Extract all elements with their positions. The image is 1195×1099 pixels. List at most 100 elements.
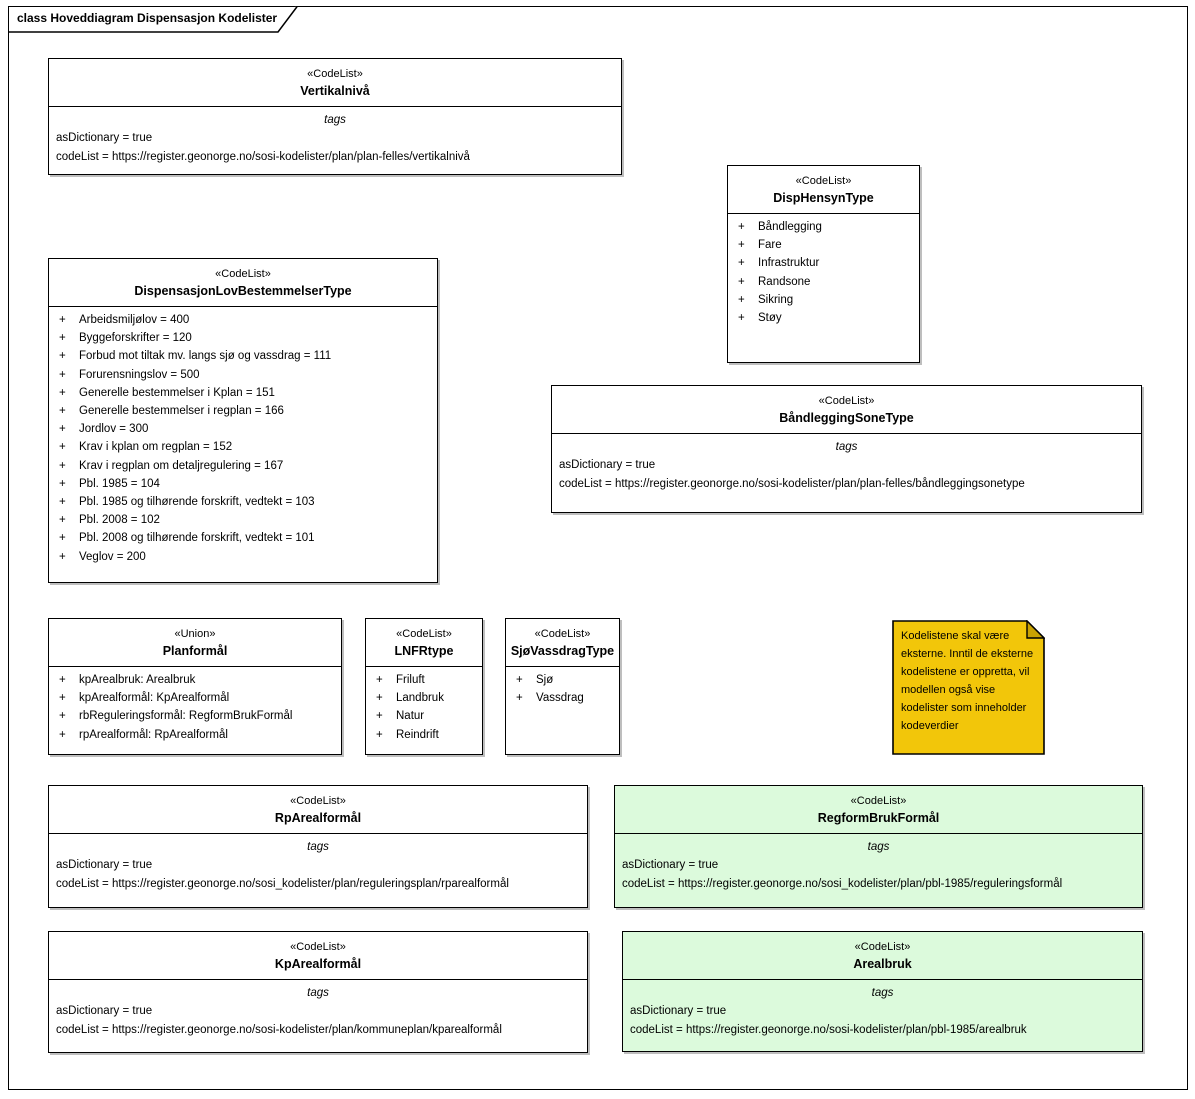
visibility-plus: + (738, 221, 745, 233)
attribute-row: +rbReguleringsformål: RegformBrukFormål (49, 707, 341, 725)
class-name: DispensasjonLovBestemmelserType (134, 284, 352, 298)
tags-compartment: tags asDictionary = true codeList = http… (552, 434, 1141, 494)
stereotype-label: «CodeList» (307, 68, 363, 80)
class-box-kparealformal[interactable]: «CodeList» KpArealformål tags asDictiona… (48, 931, 588, 1053)
class-box-disphensyntype[interactable]: «CodeList» DispHensynType + Båndlegging +… (727, 165, 920, 363)
class-box-arealbruk[interactable]: «CodeList» Arealbruk tags asDictionary =… (622, 931, 1143, 1052)
attribute-row: +Sjø (506, 671, 619, 689)
visibility-plus: + (59, 314, 66, 326)
attribute-label: Krav i kplan om regplan = 152 (79, 441, 233, 454)
visibility-plus: + (59, 514, 66, 527)
note-kodelister[interactable]: Kodelistene skal være eksterne. Inntil d… (892, 620, 1045, 755)
attributes-compartment: +Sjø + Vassdrag (506, 667, 619, 707)
attribute-label: Forurensningslov = 500 (79, 368, 200, 381)
attribute-label: Infrastruktur (758, 257, 820, 270)
visibility-plus: + (59, 477, 66, 490)
class-name: RpArealformål (274, 811, 362, 825)
tags-compartment: tags asDictionary = true codeList = http… (49, 834, 587, 894)
attribute-label: Båndlegging (758, 221, 822, 233)
attributes-compartment: +Friluft +Landbruk +Natur +Reindrift (366, 667, 482, 744)
attribute-label: Støy (758, 312, 782, 325)
class-box-lnfrtype[interactable]: «CodeList» LNFRtype +Friluft +Landbruk +… (365, 618, 483, 755)
class-header: «CodeList» RpArealformål (49, 786, 587, 834)
stereotype-label: «CodeList» (215, 268, 271, 280)
stereotype-label: «CodeList» (795, 175, 852, 187)
attribute-row: +Generelle bestemmelser i regplan = 166 (49, 402, 437, 420)
class-name: KpArealformål (274, 957, 362, 971)
class-name: LNFRtype (394, 644, 454, 658)
tag-line: asDictionary = true (630, 1005, 727, 1017)
tags-compartment: tags asDictionary = true codeList = http… (49, 980, 587, 1040)
class-box-regformbrukformal[interactable]: «CodeList» RegformBrukFormål tags asDict… (614, 785, 1143, 908)
attribute-row: +Reindrift (366, 726, 482, 744)
stereotype-label: «CodeList» (396, 628, 452, 640)
visibility-plus: + (59, 441, 66, 454)
visibility-plus: + (59, 710, 66, 723)
stereotype-label: «CodeList» (534, 628, 591, 640)
attribute-row: +kpArealbruk: Arealbruk (49, 671, 341, 689)
tags-heading: tags (307, 987, 329, 999)
visibility-plus: + (59, 459, 66, 472)
attribute-label: Jordlov = 300 (79, 423, 149, 436)
attribute-row: +Friluft (366, 671, 482, 689)
attribute-label: rpArealformål: RpArealformål (79, 728, 228, 741)
visibility-plus: + (59, 332, 66, 345)
tag-line: codeList = https://register.geonorge.no/… (630, 1024, 1027, 1036)
tags-compartment: tags asDictionary = true codeList = http… (623, 980, 1142, 1040)
attribute-label: Sjø (536, 674, 554, 686)
class-header: «CodeList» KpArealformål (49, 932, 587, 980)
class-header: «Union» Planformål (49, 619, 341, 667)
stereotype-label: «CodeList» (854, 941, 911, 953)
class-header: «CodeList» Arealbruk (623, 932, 1142, 980)
tag-line: asDictionary = true (56, 132, 153, 144)
stereotype-label: «CodeList» (290, 795, 346, 807)
tag-line: asDictionary = true (56, 1005, 153, 1017)
attribute-label: Vassdrag (536, 692, 584, 705)
tag-line: codeList = https://register.geonorge.no/… (56, 878, 509, 890)
tag-line: codeList = https://register.geonorge.no/… (559, 478, 1025, 490)
attribute-row: +kpArealformål: KpArealformål (49, 689, 341, 707)
visibility-plus: + (59, 728, 66, 741)
stereotype-label: «CodeList» (290, 941, 346, 953)
note-shape (892, 620, 1045, 755)
class-box-vertikalniva[interactable]: «CodeList» Vertikalnivå tags asDictionar… (48, 58, 622, 175)
attribute-label: Byggeforskrifter = 120 (79, 332, 192, 345)
visibility-plus: + (59, 692, 66, 705)
tags-heading: tags (871, 987, 894, 999)
class-box-bandleggingsonetype[interactable]: «CodeList» BåndleggingSoneType tags asDi… (551, 385, 1142, 513)
class-box-rparealformal[interactable]: «CodeList» RpArealformål tags asDictiona… (48, 785, 588, 908)
tag-line: asDictionary = true (56, 859, 153, 871)
visibility-plus: + (59, 532, 66, 545)
attributes-compartment: + Arbeidsmiljølov = 400 + Byggeforskrifter… (49, 307, 437, 566)
tags-heading: tags (835, 441, 858, 453)
class-name: Planformål (162, 644, 228, 658)
attribute-row: +Pbl. 1985 og tilhørende forskrift, vedt… (49, 493, 437, 511)
attribute-label: Friluft (396, 674, 425, 686)
tags-compartment: tags asDictionary = true codeList = http… (615, 834, 1142, 894)
attribute-row: +Jordlov = 300 (49, 420, 437, 438)
attributes-compartment: +Båndlegging +Fare +Infrastruktur +Rands… (728, 214, 919, 327)
diagram-title-tab: class Hoveddiagram Dispensasjon Kodelist… (8, 6, 300, 33)
visibility-plus: + (59, 405, 66, 418)
visibility-plus: + (738, 293, 745, 306)
attribute-row: + Vassdrag (506, 689, 619, 707)
attribute-label: Arbeidsmiljølov = 400 (79, 314, 190, 326)
tag-line: codeList = https://register.geonorge.no/… (622, 878, 1063, 890)
class-name: DispHensynType (773, 191, 874, 205)
visibility-plus: + (516, 692, 523, 705)
title-tab-shape (8, 6, 298, 33)
class-box-sjovassdragtype[interactable]: «CodeList» SjøVassdragType +Sjø + Vassdra… (505, 618, 620, 755)
visibility-plus: + (376, 728, 383, 741)
class-box-dispensasjonlovbestemmelsertype[interactable]: «CodeList» DispensasjonLovBestemmelserTy… (48, 258, 438, 583)
attribute-row: +Fare (728, 236, 919, 254)
diagram-title: class Hoveddiagram Dispensasjon Kodelist… (17, 11, 278, 25)
visibility-plus: + (59, 386, 66, 399)
attribute-row: +Krav i regplan om detaljregulering = 16… (49, 457, 437, 475)
class-header: «CodeList» SjøVassdragType (506, 619, 619, 667)
tag-line: codeList = https://register.geonorge.no/… (56, 151, 470, 163)
union-box-planformal[interactable]: «Union» Planformål +kpArealbruk: Arealbr… (48, 618, 342, 755)
attribute-row: +Generelle bestemmelser i Kplan = 151 (49, 384, 437, 402)
attribute-row: +Pbl. 1985 = 104 (49, 475, 437, 493)
attribute-row: +Forurensningslov = 500 (49, 366, 437, 384)
attribute-row: + Båndlegging (728, 218, 919, 236)
